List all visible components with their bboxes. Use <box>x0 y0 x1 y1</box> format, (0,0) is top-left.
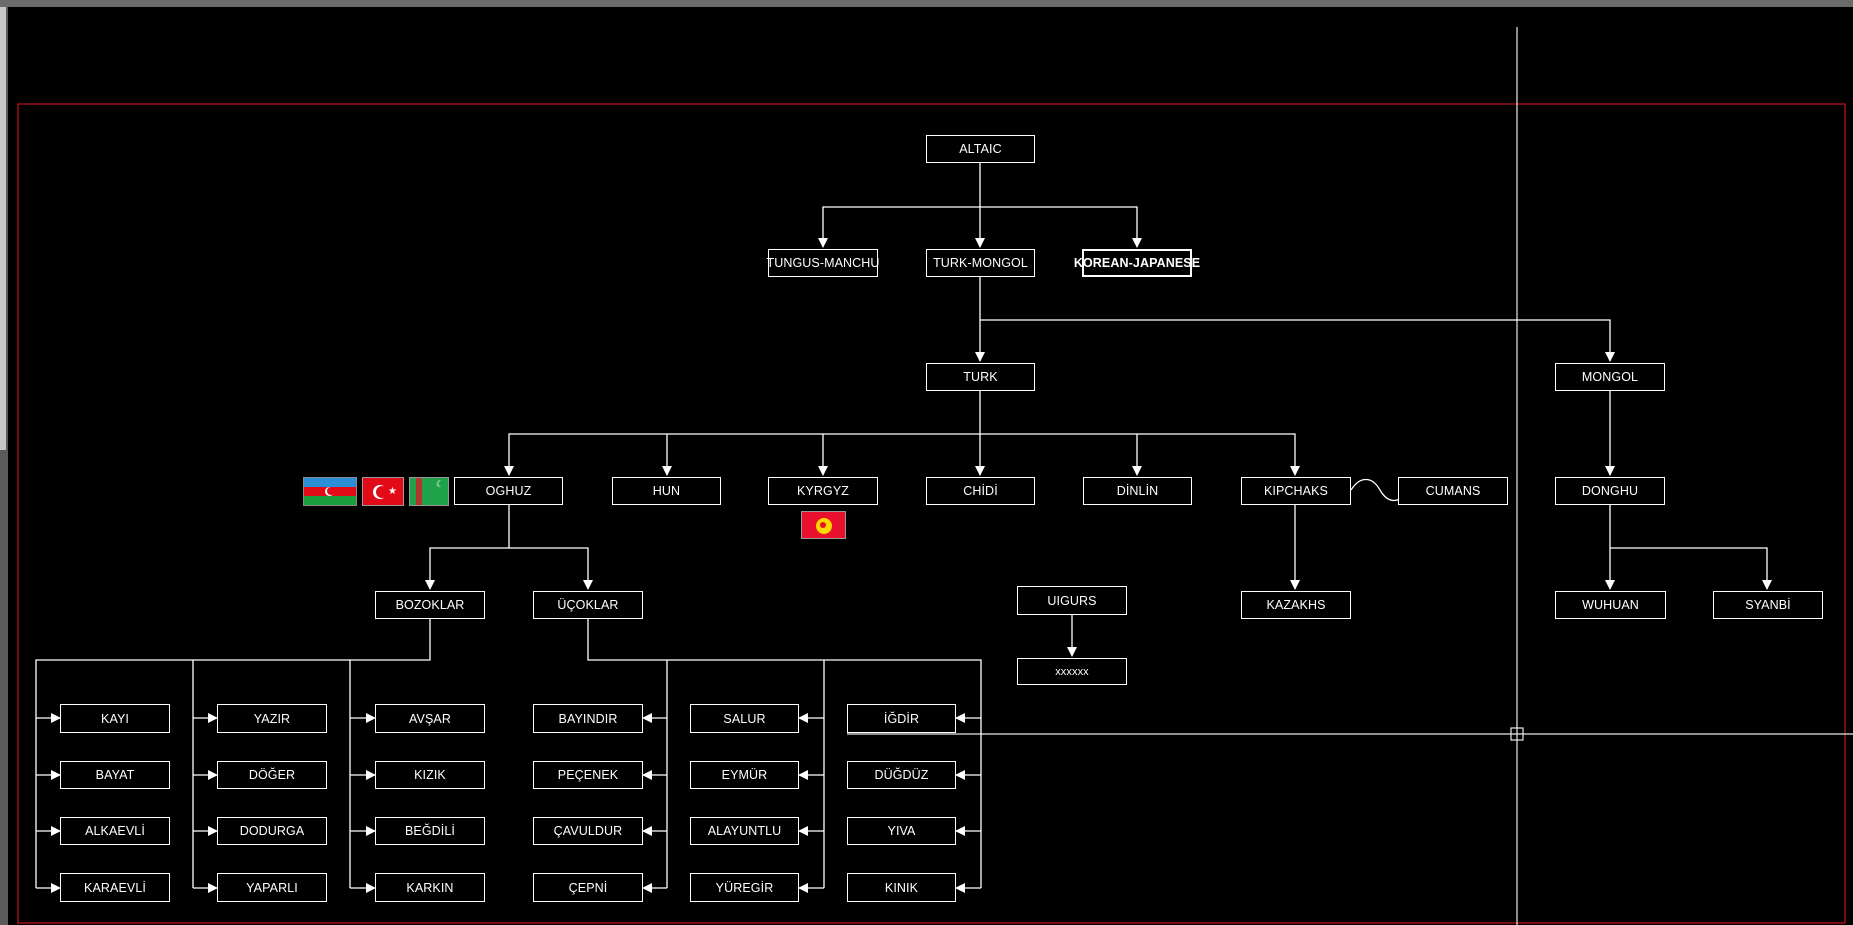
carpet-stripe <box>416 478 422 505</box>
node-syanbi[interactable]: SYANBİ <box>1713 591 1823 619</box>
tribe-node[interactable]: BAYINDIR <box>533 704 643 733</box>
kyrgyzstan-flag <box>801 511 846 539</box>
crescent-cutout <box>376 486 388 498</box>
node-ucoklar[interactable]: ÜÇOKLAR <box>533 591 643 619</box>
tribe-node[interactable]: KARKIN <box>375 873 485 902</box>
node-altaic[interactable]: ALTAIC <box>926 135 1035 163</box>
tribe-node[interactable]: ÇAVULDUR <box>533 817 643 845</box>
crosshair-cursor <box>847 27 1853 925</box>
node-hun[interactable]: HUN <box>612 477 721 505</box>
star-icon: ★ <box>388 486 397 497</box>
node-turk-mongol[interactable]: TURK-MONGOL <box>926 249 1035 277</box>
tribe-node[interactable]: SALUR <box>690 704 799 733</box>
tribe-node[interactable]: BAYAT <box>60 761 170 789</box>
crescent-icon: ☾ <box>436 479 445 489</box>
tribe-node[interactable]: YIVA <box>847 817 956 845</box>
node-wuhuan[interactable]: WUHUAN <box>1555 591 1666 619</box>
node-korean-japanese[interactable]: KOREAN-JAPANESE <box>1074 249 1200 277</box>
node-dinlin[interactable]: DİNLİN <box>1083 477 1192 505</box>
node-turk[interactable]: TURK <box>926 363 1035 391</box>
tribe-node[interactable]: YÜREGİR <box>690 873 799 902</box>
node-tungus-manchu[interactable]: TUNGUS-MANCHU <box>766 249 879 277</box>
tribe-node[interactable]: KIZIK <box>375 761 485 789</box>
left-tool-palette[interactable] <box>0 7 6 450</box>
node-uigurs[interactable]: UIGURS <box>1017 586 1127 615</box>
window-top-bar <box>0 0 1853 7</box>
node-cumans[interactable]: CUMANS <box>1398 477 1508 505</box>
tribe-branch-arrows <box>36 713 981 893</box>
tribe-node[interactable]: DÜĞDÜZ <box>847 761 956 789</box>
tribe-node[interactable]: ALAYUNTLU <box>690 817 799 845</box>
tribe-node[interactable]: ALKAEVLİ <box>60 817 170 845</box>
tribe-node[interactable]: PEÇENEK <box>533 761 643 789</box>
drawing-frame <box>17 103 1846 924</box>
turkmenistan-flag: ☾ <box>409 477 449 506</box>
node-xxxxxx[interactable]: xxxxxx <box>1017 658 1127 685</box>
tribe-node[interactable]: BEĞDİLİ <box>375 817 485 845</box>
tribe-node[interactable]: İĞDİR <box>847 704 956 733</box>
tribe-node[interactable]: KINIK <box>847 873 956 902</box>
tribe-node[interactable]: KARAEVLİ <box>60 873 170 902</box>
node-bozoklar[interactable]: BOZOKLAR <box>375 591 485 619</box>
crescent-cutout <box>327 487 335 495</box>
left-toolbar <box>0 7 8 925</box>
node-donghu[interactable]: DONGHU <box>1555 477 1665 505</box>
node-chidi[interactable]: CHİDİ <box>926 477 1035 505</box>
tribe-node[interactable]: AVŞAR <box>375 704 485 733</box>
node-kipchaks[interactable]: KIPCHAKS <box>1241 477 1351 505</box>
tribe-node[interactable]: YAPARLI <box>217 873 327 902</box>
tribe-node[interactable]: DODURGA <box>217 817 327 845</box>
azerbaijan-flag <box>303 477 357 506</box>
node-kyrgyz[interactable]: KYRGYZ <box>768 477 878 505</box>
tribe-node[interactable]: EYMÜR <box>690 761 799 789</box>
tribe-node[interactable]: DÖĞER <box>217 761 327 789</box>
tribe-node[interactable]: KAYI <box>60 704 170 733</box>
node-oghuz[interactable]: OGHUZ <box>454 477 563 505</box>
sun-center <box>820 522 826 528</box>
node-kazakhs[interactable]: KAZAKHS <box>1241 591 1351 619</box>
tribe-node[interactable]: ÇEPNİ <box>533 873 643 902</box>
node-mongol[interactable]: MONGOL <box>1555 363 1665 391</box>
turkey-flag: ★ <box>362 477 404 506</box>
tribe-node[interactable]: YAZIR <box>217 704 327 733</box>
connector-lines <box>35 163 1772 888</box>
